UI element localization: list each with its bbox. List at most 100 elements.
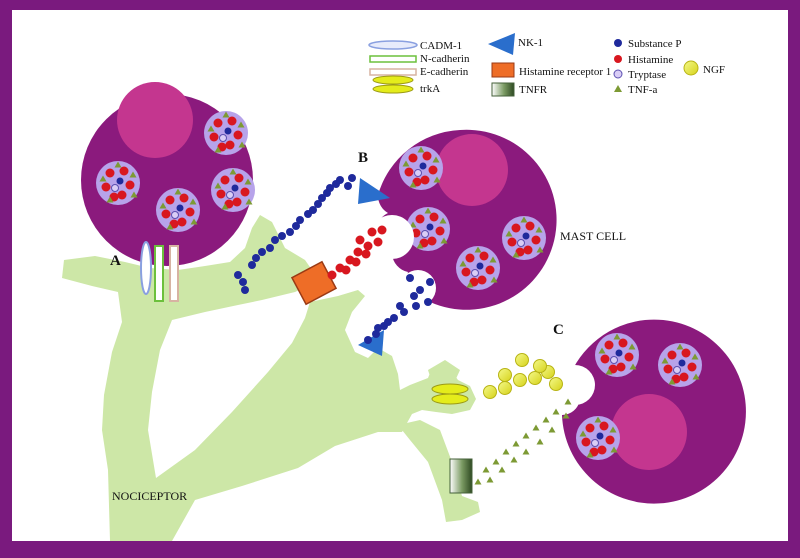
tnf-a-molecule bbox=[474, 246, 482, 253]
legend-e-cadherin: E-cadherin bbox=[420, 66, 469, 78]
histamine-molecule bbox=[117, 190, 127, 200]
tnf-a-molecule bbox=[174, 188, 182, 195]
histamine-molecule bbox=[217, 142, 227, 152]
histamine-molecule bbox=[227, 116, 237, 126]
histamine-molecule bbox=[161, 209, 171, 219]
tnf-a-molecule bbox=[512, 440, 520, 447]
adhesion-molecules-a bbox=[140, 241, 179, 302]
granule bbox=[658, 343, 702, 387]
substance-p-molecule bbox=[296, 216, 304, 224]
tryptase-molecule bbox=[111, 184, 119, 192]
tnf-a-molecule bbox=[609, 426, 617, 433]
tnf-a-molecule bbox=[214, 182, 222, 189]
legend-tnf-a: TNF-a bbox=[628, 84, 657, 96]
legend-trka: trkA bbox=[420, 83, 440, 95]
histamine-molecule bbox=[667, 350, 677, 360]
tryptase-molecule bbox=[219, 134, 227, 142]
tnf-a-molecule bbox=[512, 251, 520, 258]
histamine-molecule bbox=[479, 251, 489, 261]
histamine-molecule bbox=[234, 173, 244, 183]
ngf-molecule bbox=[528, 371, 542, 385]
histamine-molecule bbox=[608, 364, 618, 374]
tnf-a-molecule bbox=[237, 121, 245, 128]
substance-p-molecule bbox=[234, 271, 242, 279]
granule bbox=[406, 207, 450, 251]
tnf-a-molecule bbox=[489, 256, 497, 263]
histamine-molecule bbox=[477, 275, 487, 285]
tnf-a-molecule bbox=[486, 476, 494, 483]
n-cadherin-bar-icon bbox=[369, 55, 417, 63]
substance-p-molecule bbox=[384, 318, 392, 326]
granule bbox=[211, 168, 255, 212]
tnf-a-molecule bbox=[668, 378, 676, 385]
tnf-a-molecule bbox=[676, 343, 684, 350]
histamine-molecule bbox=[355, 235, 365, 245]
ngf-molecule bbox=[498, 381, 512, 395]
tnf-a-molecule bbox=[552, 408, 560, 415]
ngf-molecule bbox=[483, 385, 497, 399]
label-nociceptor: NOCICEPTOR bbox=[112, 489, 187, 503]
tnf-a-molecule bbox=[564, 398, 572, 405]
histamine-molecule bbox=[511, 223, 521, 233]
substance-p-molecule bbox=[292, 222, 300, 230]
histamine-molecule bbox=[663, 364, 673, 374]
substance-p-molecule bbox=[390, 314, 398, 322]
substance-p-molecule bbox=[252, 254, 260, 262]
tnf-a-molecule bbox=[482, 466, 490, 473]
tnf-a-molecule bbox=[159, 202, 167, 209]
histamine-molecule bbox=[585, 423, 595, 433]
tnf-a-molecule bbox=[502, 448, 510, 455]
label-b: B bbox=[358, 150, 368, 166]
trka-ellipse-icon bbox=[372, 75, 414, 94]
label-a: A bbox=[110, 253, 121, 269]
histamine-molecule bbox=[101, 182, 111, 192]
ngf-molecule bbox=[513, 373, 527, 387]
tnf-a-molecule bbox=[536, 246, 544, 253]
granule bbox=[156, 188, 200, 232]
histamine-molecule bbox=[461, 267, 471, 277]
histamine-molecule bbox=[367, 227, 377, 237]
tnfr-square-icon bbox=[491, 82, 515, 97]
histamine-molecule bbox=[515, 247, 525, 257]
tnf-a-molecule bbox=[416, 242, 424, 249]
tnf-a-molecule bbox=[409, 181, 417, 188]
tnf-a-molecule bbox=[130, 191, 138, 198]
tnf-a-molecule bbox=[536, 438, 544, 445]
tryptase-molecule bbox=[414, 169, 422, 177]
granule bbox=[502, 216, 546, 260]
tryptase-molecule bbox=[421, 230, 429, 238]
ngf-dot-icon bbox=[683, 60, 699, 76]
histamine-molecule bbox=[581, 437, 591, 447]
legend-tryptase: Tryptase bbox=[628, 69, 666, 81]
histamine-molecule bbox=[361, 249, 371, 259]
histamine-molecule bbox=[605, 435, 615, 445]
tryptase-molecule bbox=[171, 211, 179, 219]
substance-p-molecule bbox=[678, 359, 686, 367]
histamine-molecule bbox=[216, 189, 226, 199]
histamine-molecule bbox=[225, 140, 235, 150]
substance-p-molecule bbox=[286, 228, 294, 236]
tnf-a-molecule bbox=[245, 198, 253, 205]
tnf-a-molecule bbox=[214, 146, 222, 153]
substance-p-molecule bbox=[323, 189, 331, 197]
tnf-a-molecule bbox=[613, 333, 621, 340]
histamine-molecule bbox=[589, 447, 599, 457]
substance-p-molecule bbox=[332, 180, 340, 188]
tnf-a-molecule bbox=[229, 168, 237, 175]
histamine-molecule bbox=[523, 245, 533, 255]
substance-p-molecule bbox=[615, 349, 623, 357]
cadm1-ellipse-icon bbox=[368, 40, 418, 50]
histamine-molecule bbox=[363, 241, 373, 251]
released-mediators bbox=[234, 174, 572, 485]
histamine-molecule bbox=[469, 277, 479, 287]
histamine-molecule bbox=[531, 235, 541, 245]
tryptase-molecule bbox=[673, 366, 681, 374]
histamine-molecule bbox=[179, 193, 189, 203]
substance-p-molecule bbox=[241, 286, 249, 294]
label-mast-cell: MAST CELL bbox=[560, 229, 626, 243]
histamine-molecule bbox=[616, 362, 626, 372]
legend-tnfr: TNFR bbox=[519, 84, 548, 96]
substance-p-molecule bbox=[396, 302, 404, 310]
tnf-a-molecule bbox=[207, 125, 215, 132]
tryptase-molecule bbox=[591, 439, 599, 447]
